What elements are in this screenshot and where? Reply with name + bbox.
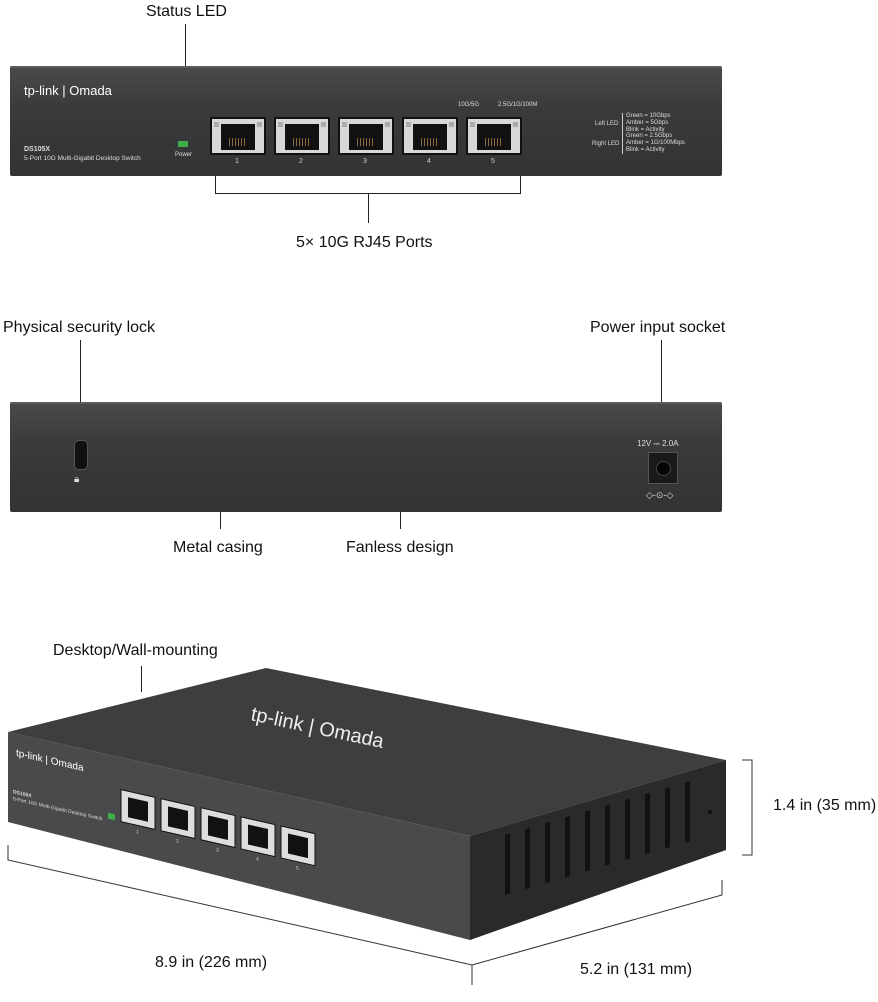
port-number: 3: [363, 158, 367, 165]
power-rating: 12V ⎓ 2.0A: [637, 439, 679, 448]
rj45-port[interactable]: [402, 117, 458, 155]
rj45-port[interactable]: [338, 117, 394, 155]
right-led-speed-label: 2.5G/1G/100M: [498, 102, 538, 108]
width-dimension-line: [7, 845, 473, 966]
legend-line: Green = 10Gbps: [626, 113, 671, 119]
port-number: 2: [176, 838, 179, 845]
right-led-legend: Green = 2.5Gbps Amber = 1G/100Mbps Blink…: [622, 133, 685, 154]
side-face: [470, 760, 726, 940]
callout-line: [661, 340, 662, 452]
bracket-line: [368, 193, 369, 223]
legend-line: Amber = 1G/100Mbps: [626, 140, 685, 146]
vent-slot: [645, 792, 650, 855]
vent-slot: [605, 804, 610, 866]
brand-logo: tp-link | Omada: [24, 83, 112, 98]
port-number: 1: [136, 829, 139, 836]
front-panel: tp-link | Omada DS105X 5-Port 10G Multi-…: [10, 66, 722, 176]
power-socket-callout: Power input socket: [590, 319, 726, 336]
depth-label: 5.2 in (131 mm): [580, 961, 693, 978]
port-led: [406, 122, 411, 127]
vent-slot: [565, 815, 570, 878]
mounting-callout: Desktop/Wall-mounting: [53, 642, 218, 659]
port-led: [257, 122, 262, 127]
rj45-port[interactable]: [274, 117, 330, 155]
callout-line: [80, 340, 81, 440]
callout-line: [220, 512, 221, 529]
model-label: DS105X: [24, 146, 51, 153]
legend-line: Green = 2.5Gbps: [626, 133, 673, 139]
depth-dimension-line: [471, 880, 723, 966]
bracket-line: [520, 176, 521, 194]
port-number: 3: [216, 847, 219, 854]
polarity-icon: ◇-⊙-◇: [646, 490, 674, 500]
port-led: [321, 122, 326, 127]
ports-callout: 5× 10G RJ45 Ports: [296, 234, 433, 251]
power-socket[interactable]: [648, 452, 678, 484]
vent-slot: [585, 810, 590, 872]
callout-line: [400, 512, 401, 529]
rj45-port[interactable]: [466, 117, 522, 155]
left-led-legend: Green = 10Gbps Amber = 5Gbps Blink = Act…: [622, 113, 671, 134]
front-face: [8, 732, 470, 940]
vent-slot: [545, 821, 550, 884]
power-led: [108, 812, 115, 821]
fanless-callout: Fanless design: [346, 539, 454, 556]
metal-casing-callout: Metal casing: [173, 539, 263, 556]
height-dimension-line: [742, 759, 753, 856]
port-number: 5: [296, 865, 299, 872]
back-panel: 🔒︎ 12V ⎓ 2.0A ◇-⊙-◇: [10, 402, 722, 512]
port-number: 5: [491, 158, 495, 165]
port-number: 4: [256, 856, 259, 863]
legend-line: Blink = Activity: [626, 147, 665, 153]
rj45-port[interactable]: [210, 117, 266, 155]
security-lock-slot[interactable]: [74, 440, 88, 470]
power-led: [178, 141, 188, 147]
left-led-speed-label: 10G/5G: [458, 102, 480, 108]
port-number: 1: [235, 158, 239, 165]
vent-slot: [665, 786, 670, 849]
port-led: [342, 122, 347, 127]
port-number: 2: [299, 158, 303, 165]
height-label: 1.4 in (35 mm): [773, 797, 877, 814]
port-led: [385, 122, 390, 127]
right-led-title: Right LED: [592, 141, 620, 147]
top-face: [8, 668, 726, 836]
lock-icon: 🔒︎: [74, 474, 80, 485]
bracket-line: [215, 176, 216, 194]
vent-slot: [505, 833, 510, 895]
width-label: 8.9 in (226 mm): [155, 954, 268, 971]
left-led-title: Left LED: [595, 121, 619, 127]
security-lock-callout: Physical security lock: [3, 319, 156, 336]
model-description: 5-Port 10G Multi-Gigabit Desktop Switch: [24, 155, 141, 162]
vent-slot: [625, 798, 630, 861]
power-label: Power: [175, 152, 193, 158]
callout-line: [141, 666, 142, 692]
port-number: 4: [427, 158, 431, 165]
status-led-callout: Status LED: [146, 3, 227, 20]
port-led: [449, 122, 454, 127]
legend-line: Blink = Activity: [626, 127, 665, 133]
port-led: [470, 122, 475, 127]
port-led: [513, 122, 518, 127]
vent-slot: [525, 827, 530, 890]
legend-line: Amber = 5Gbps: [626, 120, 669, 126]
vent-slot: [685, 781, 690, 843]
model-label: DS105X: [13, 789, 32, 799]
port-led: [278, 122, 283, 127]
port-led: [214, 122, 219, 127]
